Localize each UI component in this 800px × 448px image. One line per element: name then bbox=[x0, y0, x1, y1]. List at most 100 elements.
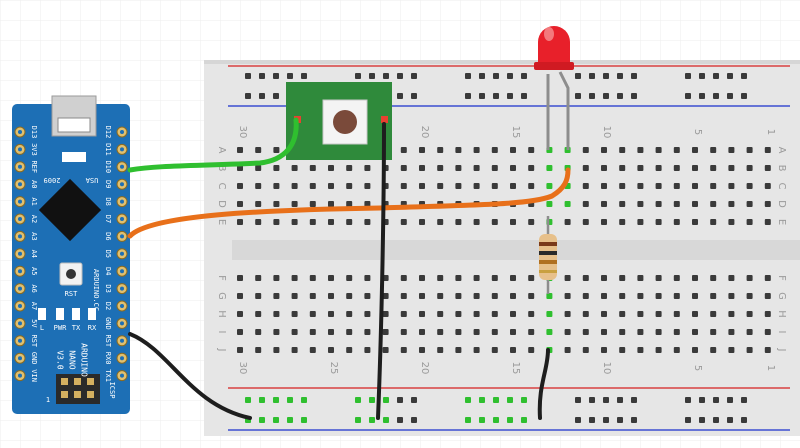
reset-button-cap bbox=[66, 269, 76, 279]
breadboard-hole bbox=[582, 147, 589, 153]
rail-hole bbox=[369, 417, 375, 423]
nano-site-label: ARDUINO.CC bbox=[92, 269, 100, 311]
rail-hole bbox=[713, 73, 719, 79]
breadboard-hole bbox=[546, 311, 553, 317]
breadboard-hole bbox=[601, 275, 607, 281]
breadboard-hole bbox=[601, 219, 607, 225]
breadboard-hole bbox=[237, 275, 243, 281]
breadboard-hole bbox=[419, 219, 425, 225]
breadboard-hole bbox=[528, 275, 535, 281]
breadboard-hole bbox=[437, 329, 444, 335]
nano-pin-hole bbox=[120, 147, 124, 152]
breadboard-hole bbox=[237, 293, 243, 299]
breadboard-hole bbox=[764, 293, 771, 299]
breadboard-hole bbox=[528, 329, 535, 335]
breadboard-hole bbox=[346, 329, 353, 335]
breadboard-hole bbox=[291, 165, 298, 171]
rail-hole bbox=[355, 397, 361, 403]
nano-pin-label-right: D7 bbox=[104, 215, 112, 223]
row-letter-left: H bbox=[216, 310, 227, 318]
nano-pin-hole bbox=[18, 338, 22, 343]
icsp-pin bbox=[61, 378, 68, 385]
nano-pin-label-right: GND bbox=[104, 317, 112, 330]
breadboard-hole bbox=[491, 329, 498, 335]
breadboard-hole bbox=[728, 293, 735, 299]
rail-hole bbox=[273, 93, 279, 99]
breadboard-hole bbox=[528, 219, 535, 225]
breadboard-hole bbox=[673, 201, 680, 207]
nano-pin-hole bbox=[120, 338, 124, 343]
breadboard-hole bbox=[619, 329, 626, 335]
push-button[interactable] bbox=[286, 82, 392, 160]
rail-hole bbox=[245, 73, 251, 79]
rail-hole bbox=[465, 93, 471, 99]
rail-hole bbox=[273, 397, 279, 403]
rail-hole bbox=[369, 397, 375, 403]
breadboard-hole bbox=[746, 219, 753, 225]
breadboard-hole bbox=[237, 201, 243, 207]
breadboard-hole bbox=[710, 183, 717, 189]
breadboard-hole bbox=[564, 293, 571, 299]
breadboard-hole bbox=[273, 347, 280, 353]
nano-pin-hole bbox=[18, 286, 22, 291]
breadboard-hole bbox=[582, 275, 589, 281]
breadboard-hole bbox=[491, 275, 498, 281]
nano-pin-hole bbox=[18, 269, 22, 274]
breadboard-hole bbox=[455, 329, 462, 335]
rail-hole bbox=[617, 93, 623, 99]
nano-pin-label-left: A5 bbox=[30, 267, 38, 275]
rail-hole bbox=[699, 397, 705, 403]
nano-pin-label-right: D6 bbox=[104, 232, 112, 240]
nano-pin-hole bbox=[120, 286, 124, 291]
nano-pin-hole bbox=[18, 199, 22, 204]
rail-hole bbox=[589, 397, 595, 403]
breadboard-hole bbox=[455, 275, 462, 281]
breadboard-hole bbox=[491, 311, 498, 317]
rail-hole bbox=[617, 397, 623, 403]
breadboard-hole bbox=[673, 329, 680, 335]
breadboard-hole bbox=[255, 275, 262, 281]
rail-hole bbox=[355, 73, 361, 79]
breadboard-hole bbox=[655, 329, 662, 335]
breadboard-hole bbox=[746, 275, 753, 281]
breadboard-hole bbox=[364, 347, 371, 353]
nano-pin-hole bbox=[18, 217, 22, 221]
nano-pin-label-right: TX1 bbox=[104, 369, 112, 382]
rail-hole bbox=[727, 73, 733, 79]
breadboard-hole bbox=[291, 183, 298, 189]
breadboard-hole bbox=[601, 183, 607, 189]
led-base bbox=[534, 62, 574, 70]
breadboard-hole bbox=[564, 311, 571, 317]
nano-pins bbox=[14, 126, 128, 382]
column-number-bottom: 1 bbox=[765, 365, 776, 371]
rail-hole bbox=[411, 397, 417, 403]
nano-pin-label-right: RST bbox=[104, 334, 112, 347]
breadboard-hole bbox=[655, 311, 662, 317]
column-number-bottom: 30 bbox=[237, 362, 248, 375]
rail-hole bbox=[479, 397, 485, 403]
breadboard-hole bbox=[710, 329, 717, 335]
breadboard-hole bbox=[528, 165, 535, 171]
breadboard-hole bbox=[455, 311, 462, 317]
breadboard-hole bbox=[764, 275, 771, 281]
rail-hole bbox=[507, 397, 513, 403]
breadboard-hole bbox=[655, 347, 662, 353]
breadboard-hole bbox=[582, 311, 589, 317]
breadboard-hole bbox=[564, 201, 571, 207]
breadboard-hole bbox=[528, 147, 535, 153]
push-button-cap[interactable] bbox=[333, 110, 357, 134]
breadboard-hole bbox=[437, 275, 444, 281]
nano-pwr-label: PWR bbox=[54, 324, 67, 332]
breadboard-hole bbox=[419, 183, 425, 189]
rail-hole bbox=[631, 93, 637, 99]
breadboard-hole bbox=[346, 165, 353, 171]
column-number-top: 10 bbox=[601, 126, 612, 139]
breadboard-hole bbox=[309, 183, 316, 189]
breadboard-hole bbox=[546, 329, 553, 335]
row-letter-right: F bbox=[776, 275, 787, 281]
breadboard-hole bbox=[291, 219, 298, 225]
breadboard-hole bbox=[728, 347, 735, 353]
breadboard-hole bbox=[419, 275, 425, 281]
nano-rx-label: RX bbox=[88, 324, 97, 332]
breadboard-hole bbox=[473, 275, 480, 281]
